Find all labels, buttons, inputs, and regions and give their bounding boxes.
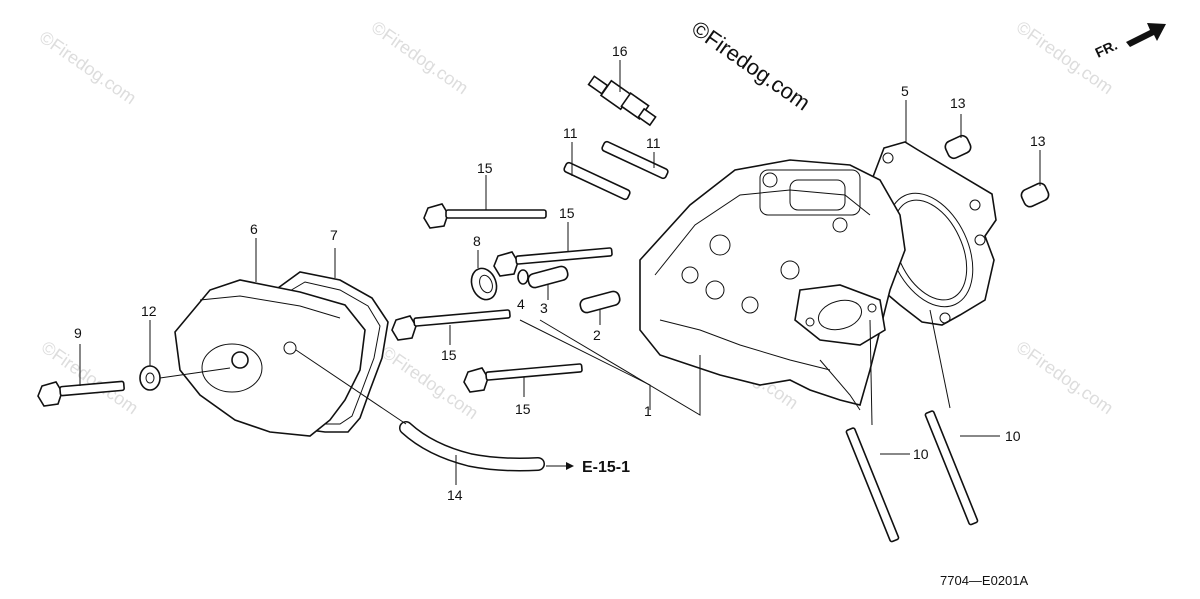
- callout-16: 16: [612, 43, 628, 59]
- callout-11-left: 11: [563, 125, 578, 141]
- long-stud-left: [845, 427, 900, 543]
- front-direction-indicator: FR.: [1093, 23, 1166, 61]
- spark-plug: [587, 75, 657, 127]
- callout-5: 5: [901, 83, 909, 99]
- flange-bolt-top: [423, 203, 547, 229]
- arrow-right-icon: [1126, 23, 1166, 47]
- callout-11-right: 11: [646, 135, 661, 151]
- stud-left: [563, 161, 631, 201]
- watermark-top-center: ©Firedog.com: [368, 17, 472, 98]
- callout-15-top: 15: [477, 160, 493, 176]
- callout-7: 7: [330, 227, 338, 243]
- callout-10-left: 10: [913, 446, 929, 462]
- callout-13-upper: 13: [950, 95, 966, 111]
- callout-2: 2: [593, 327, 601, 343]
- callout-15-bottom: 15: [515, 401, 531, 417]
- watermark-main: ©Firedog.com: [687, 16, 815, 116]
- front-direction-label: FR.: [1093, 37, 1120, 61]
- diagram-code: 7704—E0201A: [940, 573, 1029, 588]
- callout-14: 14: [447, 487, 463, 503]
- watermark-mid-left: ©Firedog.com: [38, 337, 142, 418]
- sealing-washer: [470, 267, 498, 301]
- flange-bolt-lower-middle: [391, 309, 511, 341]
- flange-bolt-bottom: [463, 363, 583, 393]
- callout-10-right: 10: [1005, 428, 1021, 444]
- callout-15-upper-middle: 15: [559, 205, 575, 221]
- reference-arrow: [546, 462, 574, 470]
- breather-tube: [399, 421, 545, 472]
- cover-bolt: [37, 380, 125, 407]
- reference-label: E-15-1: [582, 459, 630, 476]
- callout-4: 4: [517, 296, 525, 312]
- long-stud-right: [924, 410, 979, 526]
- head-cover: [174, 279, 366, 437]
- callout-13-lower: 13: [1030, 133, 1046, 149]
- callout-3: 3: [540, 300, 548, 316]
- callout-6: 6: [250, 221, 258, 237]
- o-ring: [517, 269, 529, 285]
- dowel-pin-lower: [1020, 182, 1050, 208]
- dowel-pin-upper: [944, 134, 972, 160]
- watermark-top-left: ©Firedog.com: [36, 27, 140, 108]
- stud-right: [601, 140, 669, 180]
- dowel-pin-2: [579, 290, 621, 314]
- callout-9: 9: [74, 325, 82, 341]
- watermark-mid-right: ©Firedog.com: [1013, 337, 1117, 418]
- callout-12: 12: [141, 303, 157, 319]
- callout-8: 8: [473, 233, 481, 249]
- cylinder-head-assembly: [639, 159, 906, 411]
- callout-15-lower-middle: 15: [441, 347, 457, 363]
- flange-bolt-upper-middle: [493, 247, 613, 277]
- dowel-pin-3: [527, 265, 569, 289]
- callout-1: 1: [644, 403, 652, 419]
- cover-washer: [139, 365, 161, 391]
- arrow-right-icon: [566, 462, 574, 470]
- head-gasket: [864, 141, 997, 326]
